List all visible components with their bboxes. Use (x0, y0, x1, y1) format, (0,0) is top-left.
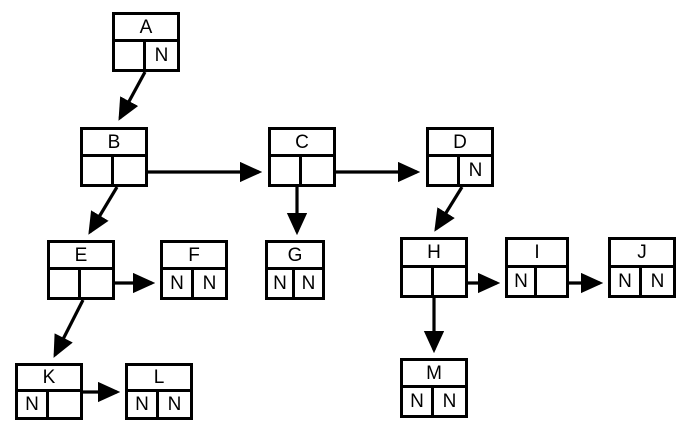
node-left-pointer-cell (115, 42, 146, 69)
node-label: G (268, 243, 322, 270)
node-left-pointer-cell (403, 267, 434, 295)
edge-e-to-k (53, 299, 85, 358)
node-label: C (271, 130, 333, 157)
node-label: M (403, 361, 465, 388)
node-right-pointer-cell (537, 268, 566, 296)
node-right-pointer-cell (81, 270, 112, 297)
node-label: H (403, 240, 465, 268)
node-label: K (18, 366, 80, 392)
node-left-pointer-cell: N (611, 267, 642, 295)
node-left-pointer-cell: N (163, 270, 194, 297)
node-left-pointer-cell (83, 157, 114, 184)
node-pointer-cells: N (115, 42, 177, 69)
node-right-pointer-cell (114, 157, 145, 184)
node-h[interactable]: H (400, 237, 468, 298)
node-c[interactable]: C (268, 127, 336, 187)
node-pointer-cells (403, 267, 465, 296)
node-label: B (83, 130, 145, 157)
node-left-pointer-cell: N (268, 270, 295, 297)
node-label: F (163, 243, 225, 270)
node-label: J (611, 240, 673, 268)
node-label: A (115, 15, 177, 42)
node-left-pointer-cell (429, 157, 460, 184)
node-pointer-cells (50, 270, 112, 297)
node-pointer-cells (271, 157, 333, 184)
node-left-pointer-cell: N (403, 388, 434, 415)
edge-b-to-e (88, 186, 119, 235)
node-pointer-cells: N (508, 267, 566, 296)
node-right-pointer-cell: N (167, 393, 182, 415)
node-left-pointer-cell: N (18, 391, 49, 417)
node-left-pointer-cell (271, 157, 302, 184)
node-right-pointer-cell: N (154, 45, 169, 66)
edge-d-to-h (434, 186, 464, 232)
node-right-pointer-cell: N (650, 270, 665, 292)
node-pointer-cells: N (429, 157, 491, 184)
node-label: E (50, 243, 112, 270)
node-b[interactable]: B (80, 127, 148, 187)
node-left-pointer-cell (50, 270, 81, 297)
node-label: I (508, 240, 566, 268)
node-right-pointer-cell: N (442, 391, 457, 412)
node-pointer-cells (83, 157, 145, 184)
edge-a-to-b (118, 71, 147, 121)
node-right-pointer-cell (49, 392, 80, 418)
node-label: L (128, 366, 190, 392)
node-right-pointer-cell: N (301, 273, 316, 294)
node-pointer-cells: N (18, 391, 80, 418)
node-right-pointer-cell (302, 157, 333, 184)
node-left-pointer-cell: N (128, 391, 159, 417)
node-left-pointer-cell: N (508, 267, 537, 295)
node-right-pointer-cell: N (468, 160, 483, 181)
node-right-pointer-cell (434, 268, 465, 296)
node-e[interactable]: E (47, 240, 115, 300)
node-label: D (429, 130, 491, 157)
node-right-pointer-cell: N (202, 273, 217, 294)
